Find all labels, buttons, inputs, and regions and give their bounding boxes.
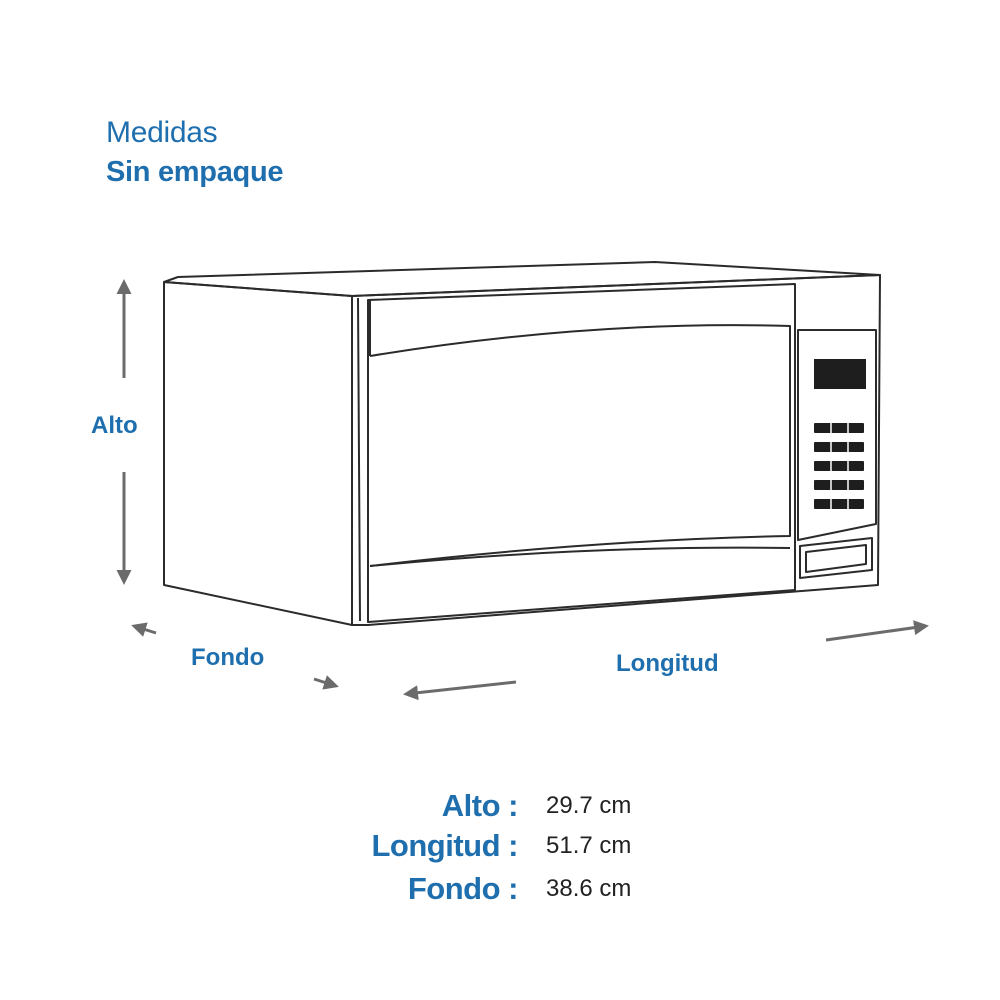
- spec-row-length: Longitud : 51.7 cm: [0, 828, 1000, 868]
- page-title: Sin empaque: [106, 156, 284, 188]
- spec-value: 29.7 cm: [546, 792, 632, 819]
- depth-arrow-left: [131, 622, 157, 637]
- spec-label: Fondo :: [407, 871, 519, 906]
- depth-label: Fondo: [191, 644, 265, 671]
- spec-row-depth: Fondo : 38.6 cm: [0, 871, 1000, 911]
- page-subtitle: Medidas: [106, 116, 218, 149]
- spec-row-height: Alto : 29.7 cm: [0, 788, 1000, 828]
- spec-value: 51.7 cm: [546, 832, 632, 859]
- keypad: [814, 423, 864, 509]
- length-arrow-right: [825, 620, 929, 642]
- microwave-door: [367, 283, 796, 623]
- microwave-top-panel: [163, 261, 881, 297]
- microwave-front-face: [351, 274, 881, 626]
- control-panel: [797, 329, 877, 541]
- door-release-button: [799, 537, 873, 579]
- length-arrow-left: [403, 680, 517, 701]
- display-screen: [814, 359, 866, 389]
- microwave-side-panel: [163, 281, 353, 626]
- spec-label: Alto :: [441, 788, 519, 823]
- depth-arrow-right: [313, 675, 339, 690]
- microwave-window: [369, 324, 791, 567]
- height-label: Alto: [91, 412, 138, 439]
- spec-value: 38.6 cm: [546, 875, 632, 902]
- spec-label: Longitud :: [371, 828, 519, 863]
- length-label: Longitud: [616, 650, 719, 677]
- microwave-outline: [163, 261, 881, 626]
